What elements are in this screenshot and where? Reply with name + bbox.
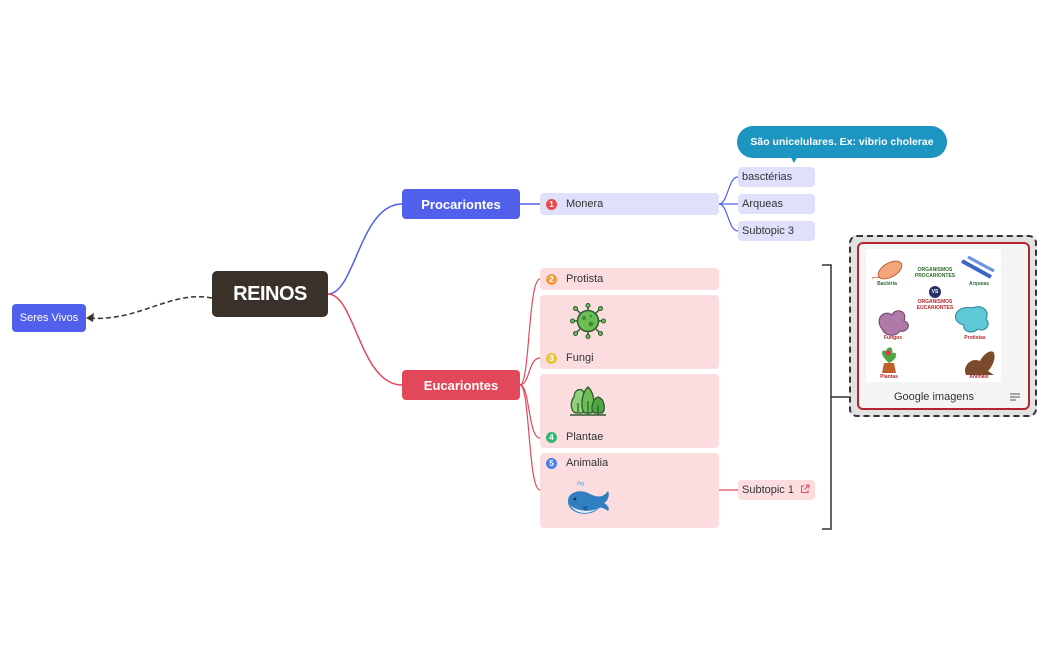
whale-icon [564,481,612,519]
trees-icon [568,383,608,417]
central-topic[interactable]: REINOS [212,271,328,317]
leaf-label: Arqueas [742,198,783,210]
subtopic-fungi[interactable]: 3 Fungi [540,295,719,369]
subtopic-label: Monera [566,198,604,210]
floating-topic-label: Seres Vivos [19,312,79,324]
picture-label-arqueas: Arqueas [968,281,989,287]
number-marker-5: 5 [546,458,557,469]
number-marker-1: 1 [546,198,557,210]
external-link-icon[interactable] [800,484,810,494]
number-marker-2: 2 [546,273,557,285]
subtopic-label: Protista [566,273,604,285]
menu-lines-icon[interactable] [1010,392,1020,405]
picture-label-eucariontes: ORGANISMOS EUCARIONTES [916,299,954,311]
callout-tail [790,156,798,163]
subtopic-label: Fungi [566,352,594,364]
leaf-basctérias[interactable]: basctérias [738,167,815,187]
number-marker-4: 4 [546,432,557,443]
picture-label-protistas: Protistas [964,335,986,341]
main-topic-label: Eucariontes [423,377,499,393]
picture-label-fungos: Fungos [883,335,903,341]
leaf-label: basctérias [742,171,793,183]
organisms-picture[interactable]: Bactéria Arqueas ORGANISMOS PROCARIONTES… [866,249,1001,382]
virus-icon [570,303,606,339]
number-marker-3: 3 [546,353,557,364]
leaf-arqueas[interactable]: Arqueas [738,194,815,214]
central-topic-label: REINOS [233,282,307,305]
subtopic-animalia[interactable]: 5 Animalia [540,453,719,528]
callout-text: São unicelulares. Ex: vibrio cholerae [750,136,934,148]
main-topic-eucariontes[interactable]: Eucariontes [402,370,520,400]
subtopic-1[interactable]: Subtopic 1 [738,480,815,500]
picture-label-animais: Animais [969,374,989,380]
leaf-subtopic-3[interactable]: Subtopic 3 [738,221,815,241]
leaf-label: Subtopic 3 [742,225,794,237]
floating-topic-seres-vivos[interactable]: Seres Vivos [12,304,86,332]
main-topic-label: Procariontes [421,196,501,212]
subtopic-plantae[interactable]: 4 Plantae [540,374,719,448]
image-caption: Google imagens [893,391,975,403]
picture-label-procariontes: ORGANISMOS PROCARIONTES [914,267,956,279]
subtopic-label: Animalia [566,457,609,469]
picture-label-bacteria: Bactéria [877,281,897,287]
subtopic-protista[interactable]: 2 Protista [540,268,719,290]
subtopic-monera[interactable]: 1 Monera [540,193,719,215]
main-topic-procariontes[interactable]: Procariontes [402,189,520,219]
subtopic-label: Plantae [566,431,604,443]
subtopic-label: Subtopic 1 [742,484,794,496]
callout-bubble[interactable]: São unicelulares. Ex: vibrio cholerae [737,126,947,158]
picture-label-vs: VS [931,289,939,295]
picture-label-plantas: Plantas [880,374,898,380]
